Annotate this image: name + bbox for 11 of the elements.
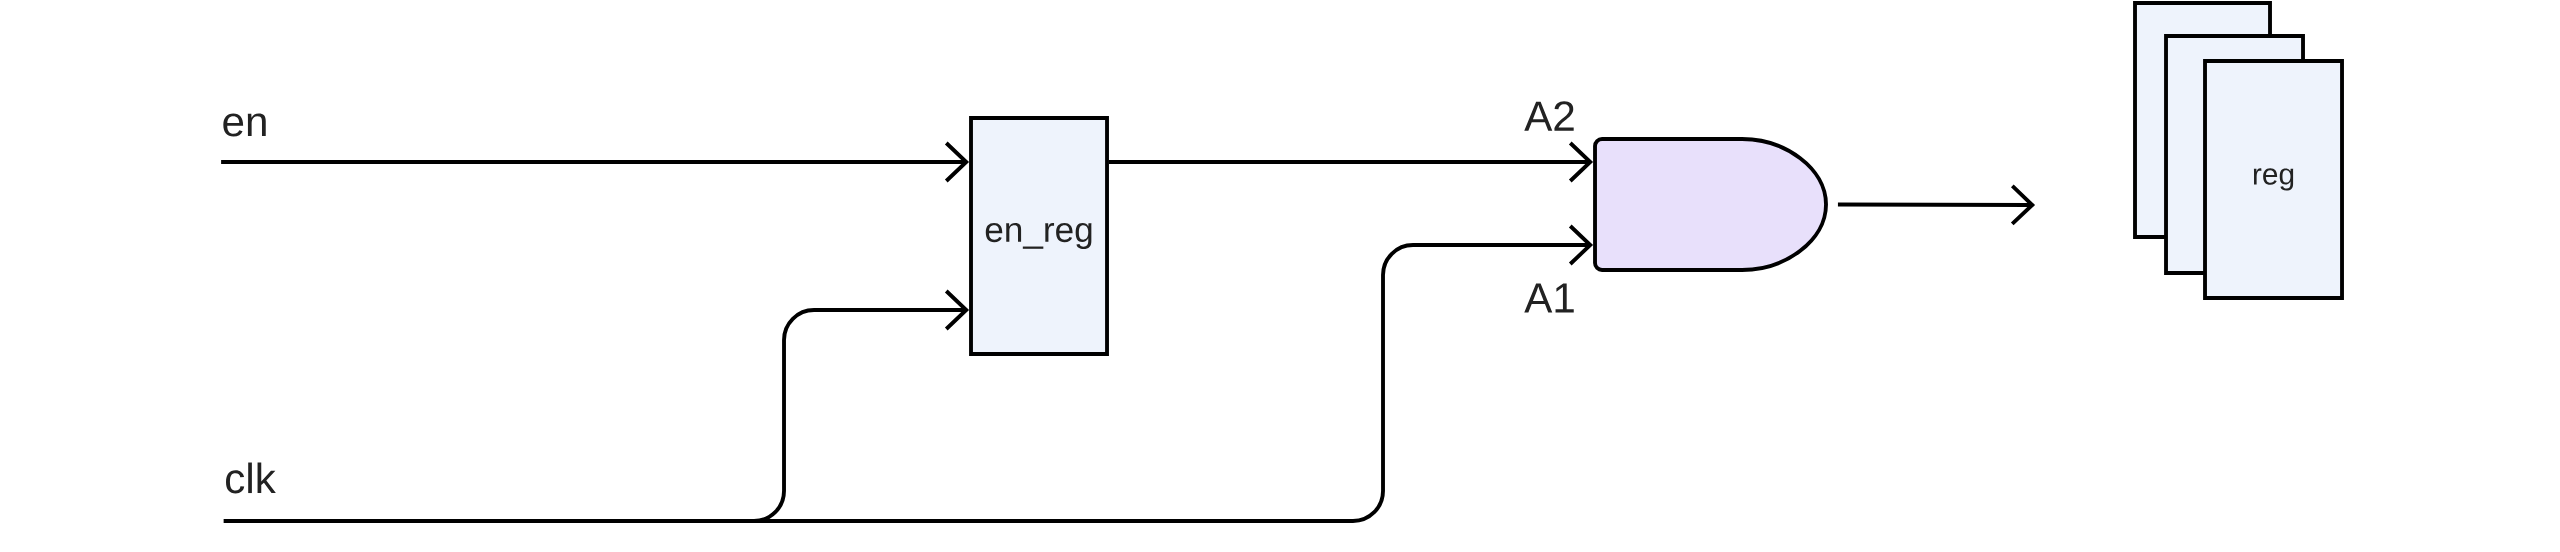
arrow (221, 141, 970, 183)
register-box: en_reg (969, 116, 1109, 356)
arrow (223, 224, 1594, 523)
pin-name: A2 (1524, 101, 1574, 131)
signal-name: clk (226, 462, 276, 494)
pin-name: A1 (1524, 283, 1574, 313)
arrow (1108, 141, 1594, 183)
arrow (1837, 184, 2036, 226)
register-stack: reg (2133, 1, 2344, 300)
and-gate (1593, 137, 1828, 272)
signal-name: en (223, 113, 266, 137)
